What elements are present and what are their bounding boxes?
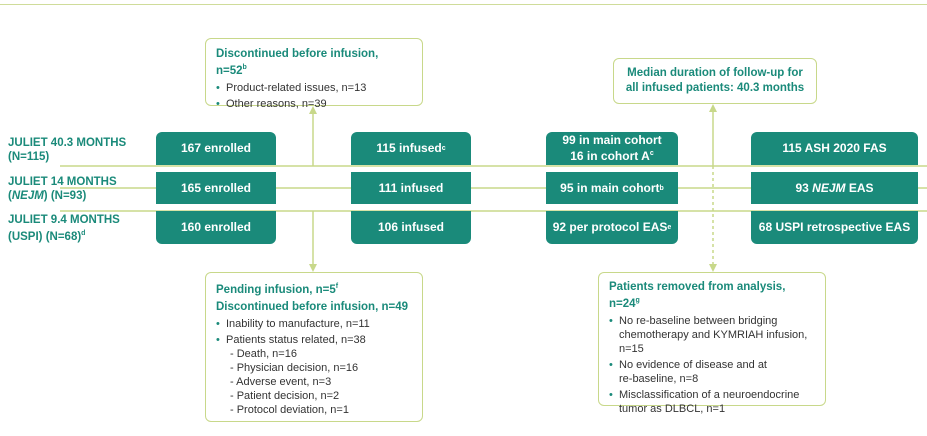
callout-median-followup: Median duration of follow-up for all inf… xyxy=(613,58,817,104)
top-divider xyxy=(0,4,927,5)
callout-title: Pending infusion, n=5f xyxy=(216,283,339,296)
sub-list-item: - Physician decision, n=16 xyxy=(230,361,359,374)
box-infused-row3: 106 infused xyxy=(351,211,471,244)
row-label-line1: JULIET 40.3 MONTHS xyxy=(8,137,127,149)
box-analysis-row2: 93 NEJM EAS xyxy=(751,172,918,204)
discontinued-arrow xyxy=(309,106,317,114)
box-enrolled-row2: 165 enrolled xyxy=(156,172,276,204)
row-label-line1: JULIET 14 MONTHS xyxy=(8,176,117,188)
row-label-juliet-40: JULIET 40.3 MONTHS (N=115) xyxy=(8,136,126,164)
box-enrolled-row3: 160 enrolled xyxy=(156,211,276,244)
bullet-icon: • xyxy=(609,314,613,327)
list-item: •Patients status related, n=38 xyxy=(216,333,366,346)
row-label-line2: (USPI) (N=68)d xyxy=(8,230,86,243)
bullet-icon: • xyxy=(216,317,220,330)
sub-list-item: - Protocol deviation, n=1 xyxy=(230,403,349,416)
row-label-line2: (N=115) xyxy=(8,151,50,163)
sub-list-item: - Patient decision, n=2 xyxy=(230,389,340,402)
removed-arrow xyxy=(709,264,717,272)
callout-line1: Median duration of follow-up for xyxy=(627,67,803,79)
pending-arrow xyxy=(309,264,317,272)
callout-removed: Patients removed from analysis, n=24g • … xyxy=(598,272,826,415)
row-label-juliet-14: JULIET 14 MONTHS (NEJM) (N=93) xyxy=(8,175,117,203)
list-item: •Other reasons, n=39 xyxy=(216,97,327,110)
list-item: •Product-related issues, n=13 xyxy=(216,81,367,94)
bullet-icon: • xyxy=(216,333,220,346)
row-label-juliet-9: JULIET 9.4 MONTHS (USPI) (N=68)d xyxy=(8,213,120,244)
sub-list-item: - Adverse event, n=3 xyxy=(230,375,332,388)
callout-line2: all infused patients: 40.3 months xyxy=(625,82,805,94)
callout-discontinued: Discontinued before infusion, n=52b •Pro… xyxy=(205,38,423,110)
followup-arrow xyxy=(709,104,717,112)
nejm-italic: NEJM xyxy=(11,190,44,202)
callout-title: Discontinued before infusion, n=52b xyxy=(216,48,379,77)
box-analysis-row1: 115 ASH 2020 FAS xyxy=(751,132,918,165)
box-analysis-row3: 68 USPI retrospective EAS xyxy=(751,211,918,244)
box-enrolled-row1: 167 enrolled xyxy=(156,132,276,165)
sub-list-item: - Death, n=16 xyxy=(230,347,297,360)
callout-pending: Pending infusion, n=5f Discontinued befo… xyxy=(205,272,423,422)
bullet-icon: • xyxy=(216,97,220,110)
box-infused-row2: 111 infused xyxy=(351,172,471,204)
callout-title: Patients removed from analysis, n=24g xyxy=(609,281,786,310)
row-label-line1: JULIET 9.4 MONTHS xyxy=(8,214,120,226)
list-item: •Inability to manufacture, n=11 xyxy=(216,317,370,330)
bullet-icon: • xyxy=(609,358,613,371)
row-label-line2: (NEJM) (N=93) xyxy=(8,190,87,202)
bullet-icon: • xyxy=(216,81,220,94)
box-cohort-row1: 99 in main cohort 16 in cohort Ac xyxy=(546,132,678,165)
bullet-icon: • xyxy=(609,388,613,401)
callout-title-2: Discontinued before infusion, n=49 xyxy=(216,300,409,313)
